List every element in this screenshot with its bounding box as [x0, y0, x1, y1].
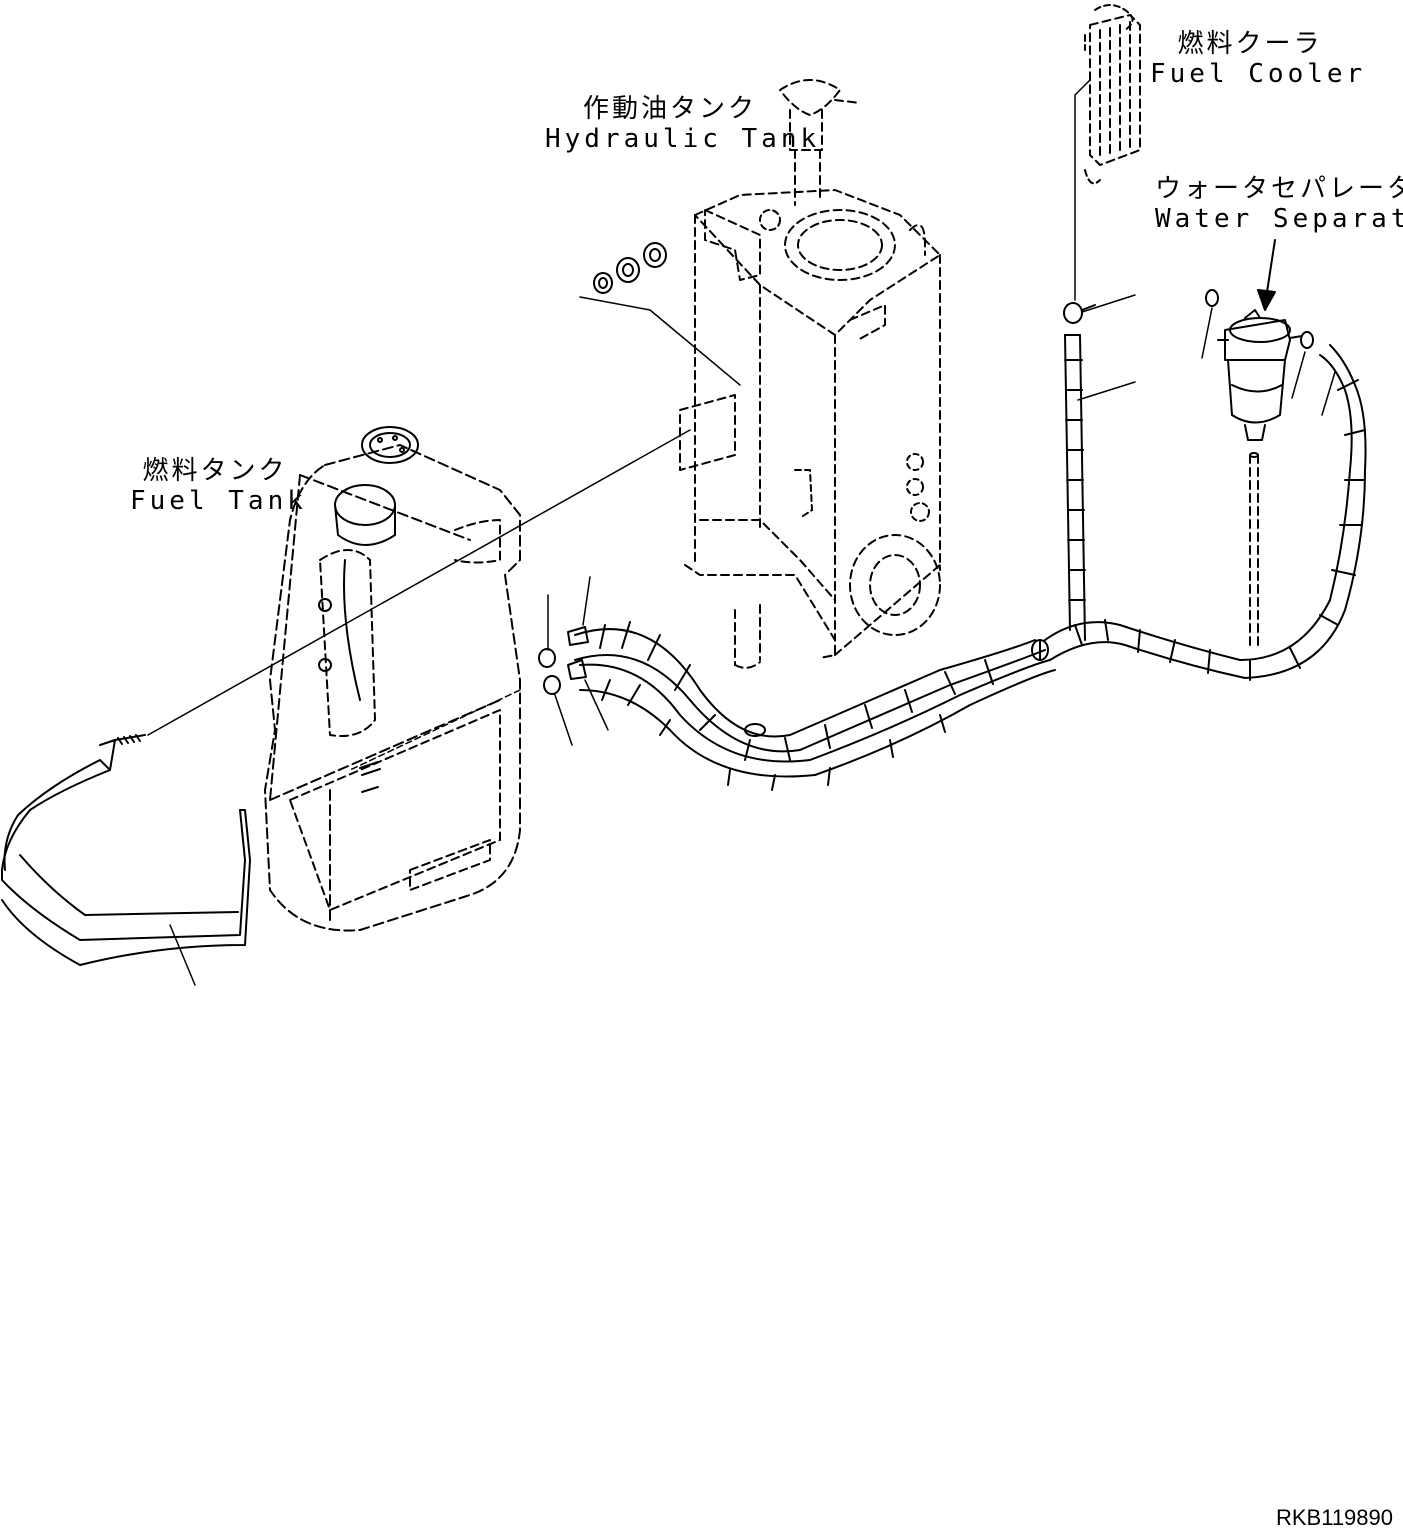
leader-clamp-tank [350, 690, 520, 770]
water-separator-label-en: Water Separator [1155, 203, 1403, 234]
leader-hose-2 [585, 680, 608, 730]
fuel-tank-label: 燃料タンク Fuel Tank [130, 456, 307, 517]
water-separator-label: ウォータセパレータ Water Separator [1155, 174, 1403, 235]
hydraulic-tank-label-jp: 作動油タンク [582, 94, 757, 124]
separator-arrowhead [1258, 290, 1275, 310]
fuel-cooler-label-jp: 燃料クーラ [1177, 29, 1323, 59]
leader-nuts [580, 297, 740, 385]
leader-cooler-hose [1078, 382, 1135, 400]
leader-clamp-2 [555, 695, 572, 745]
hydraulic-tank-label-en: Hydraulic Tank [545, 123, 821, 154]
fuel-tank-strap [2, 735, 250, 965]
fuel-hoses [568, 335, 1366, 790]
nut-washer-set [594, 243, 666, 293]
leader-cooler [1075, 80, 1090, 300]
hydraulic-tank-label: 作動油タンク Hydraulic Tank [545, 94, 821, 155]
drawing-number: RKB119890 [1275, 1505, 1393, 1530]
water-separator [1206, 290, 1313, 645]
leader-sep-hose [1322, 372, 1335, 415]
leader-sep-clamp-2 [1292, 352, 1305, 398]
hose-clamps-tank [539, 649, 560, 694]
fuel-tank-label-jp: 燃料タンク [142, 456, 288, 486]
hose-fitting-cooler [1064, 303, 1095, 323]
leader-bolt-line [148, 430, 690, 735]
water-separator-label-jp: ウォータセパレータ [1155, 174, 1403, 204]
fuel-tank-label-en: Fuel Tank [130, 485, 307, 516]
leader-hose-1 [583, 577, 590, 625]
fuel-cooler [1085, 5, 1140, 183]
fuel-tank [265, 427, 520, 931]
hydraulic-tank [680, 80, 940, 668]
fuel-cooler-label-en: Fuel Cooler [1150, 58, 1367, 89]
leader-strap [170, 925, 195, 985]
leader-cooler-fitting [1082, 295, 1135, 312]
leader-sep-clamp-1 [1202, 308, 1212, 358]
fuel-cooler-label: 燃料クーラ Fuel Cooler [1150, 29, 1367, 90]
